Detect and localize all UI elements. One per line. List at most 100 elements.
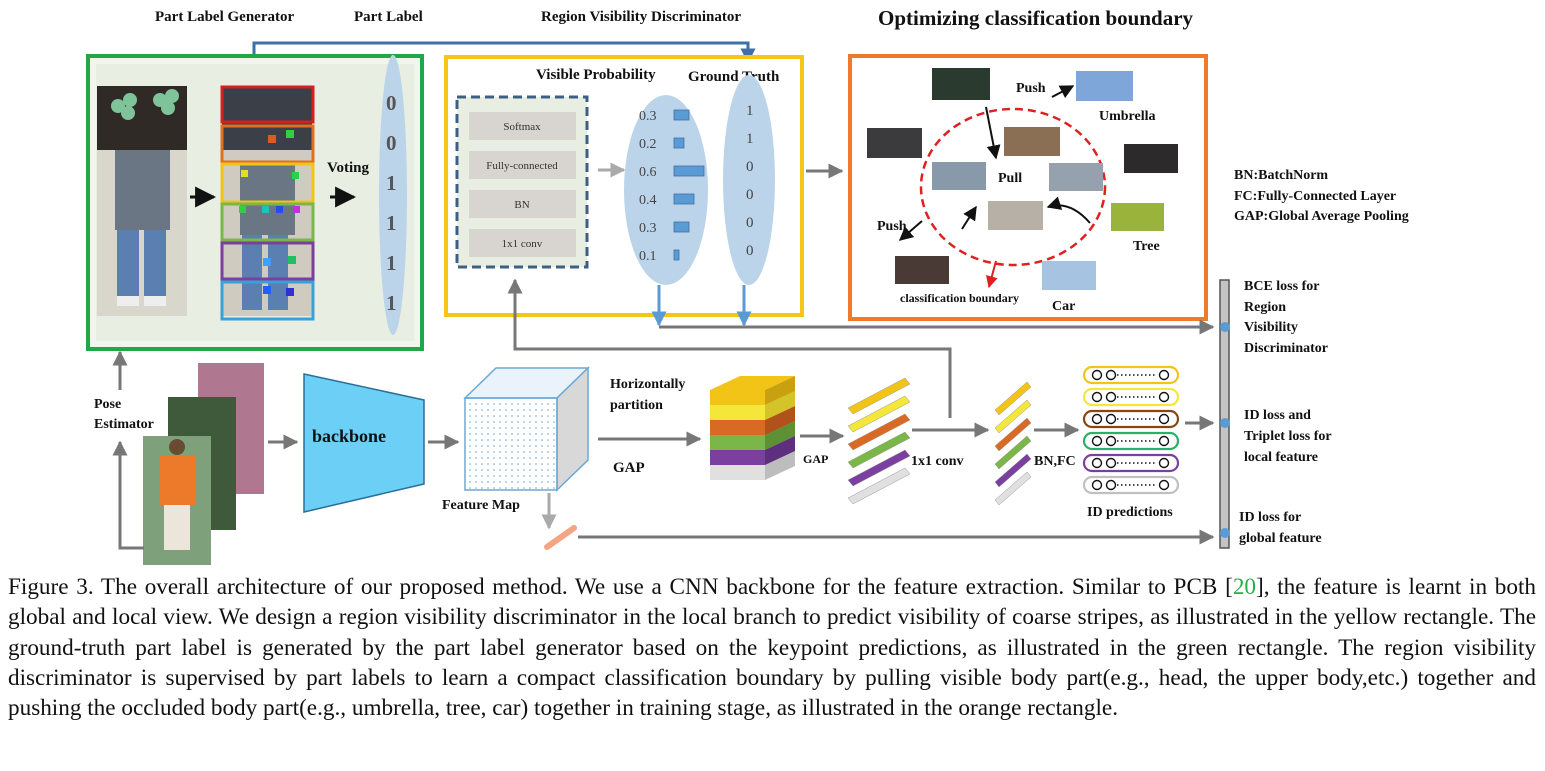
global-feature-bar: [544, 525, 577, 550]
layer-box: [469, 190, 576, 218]
architecture-diagram: Part Label Generator Part Label Region V…: [86, 6, 1409, 565]
svg-text:partition: partition: [610, 398, 663, 413]
neuron-node: [1091, 479, 1103, 491]
partition-layer-top: [710, 376, 795, 390]
part-label-value: 0: [386, 131, 397, 155]
thumb-tree: [1111, 203, 1164, 231]
feature-map-cube: [463, 366, 590, 492]
gap-feature-bar: [847, 377, 911, 415]
horizontally-partition-label: Horizontally partition: [610, 377, 685, 413]
id-predictions-label: ID predictions: [1087, 505, 1173, 520]
thumb-car: [1042, 261, 1096, 290]
part-label-ellipse: [379, 55, 407, 335]
gap-label-big: GAP: [613, 460, 645, 476]
ground-truth-value: 1: [746, 131, 754, 147]
neuron-node: [1105, 435, 1117, 447]
neuron-node: [1105, 391, 1117, 403]
layer-box: [469, 229, 576, 257]
layer-label: BN: [514, 199, 529, 211]
neuron-node: [1158, 369, 1170, 381]
svg-text:Triplet loss for: Triplet loss for: [1244, 429, 1332, 444]
neuron-node: [1105, 457, 1117, 469]
figure-caption: Figure 3. The overall architecture of ou…: [8, 574, 1536, 722]
loss-bar: [1219, 279, 1230, 549]
neuron-node: [1091, 391, 1103, 403]
voting-label: Voting: [327, 160, 369, 176]
neuron-node: [1105, 369, 1117, 381]
probability-ellipse: [624, 95, 708, 285]
gap-feature-bars: [847, 377, 911, 505]
classification-boundary-circle: [919, 107, 1107, 267]
svg-text:Visibility: Visibility: [1244, 320, 1298, 335]
layer-box: [469, 151, 576, 179]
gap-feature-bar: [847, 395, 911, 433]
push-left-label: Push: [877, 219, 907, 234]
svg-text:ID loss and: ID loss and: [1244, 408, 1311, 423]
svg-text:BCE loss for: BCE loss for: [1244, 279, 1319, 294]
neuron-node: [1158, 479, 1170, 491]
svg-text:ID loss for: ID loss for: [1239, 510, 1301, 525]
gap-feature-bar: [847, 413, 911, 451]
legend-gap: GAP:Global Average Pooling: [1234, 209, 1409, 224]
thumb-legs: [988, 201, 1043, 230]
pose-estimator-label: Pose Estimator: [94, 397, 154, 432]
conv-feature-bar: [994, 399, 1032, 434]
part-stripes: [220, 85, 315, 321]
probability-bar: [673, 193, 695, 205]
probability-value: 0.4: [639, 193, 657, 208]
id-prediction-capsule: [1082, 431, 1180, 451]
citation-link[interactable]: 20: [1232, 574, 1257, 600]
loss-node-local: [1220, 418, 1230, 428]
probability-value: 0.3: [639, 109, 657, 124]
backbone-trapezoid: [303, 373, 425, 513]
header-part-label: Part Label: [354, 9, 423, 25]
header-part-label-generator: Part Label Generator: [155, 9, 294, 25]
id-prediction-capsule: [1082, 409, 1180, 429]
id-prediction-capsule: [1082, 387, 1180, 407]
ground-truth-value: 0: [746, 187, 754, 203]
conv-feature-bar: [994, 381, 1032, 416]
partition-layer-side: [765, 376, 795, 405]
probability-value: 0.6: [639, 165, 657, 180]
tree-label: Tree: [1133, 239, 1160, 254]
thumb-upper-body-right: [1049, 163, 1103, 191]
feature-map-label: Feature Map: [442, 498, 520, 513]
thumb-upper-body-left: [932, 162, 986, 190]
layer-box: [469, 112, 576, 140]
pull-down-arrow: [985, 106, 1001, 160]
layer-label: Fully-connected: [486, 160, 558, 172]
conv-feature-bar: [994, 471, 1032, 506]
probability-value: 0.2: [639, 137, 657, 152]
conv1x1-label: 1x1 conv: [911, 454, 964, 469]
neuron-node: [1091, 435, 1103, 447]
legend-fc: FC:Fully-Connected Layer: [1234, 189, 1396, 204]
probability-bar: [673, 137, 685, 149]
ground-truth-ellipse: [723, 75, 775, 285]
header-optimizing-title: Optimizing classification boundary: [878, 6, 1194, 30]
input-images-stack: [143, 363, 264, 565]
id-global-loss-label: ID loss for global feature: [1239, 510, 1322, 546]
boundary-pointer-arrow: [986, 260, 998, 289]
push-umbrella-arrow: [1051, 85, 1075, 99]
push-top-label: Push: [1016, 81, 1046, 96]
conv-feature-bar: [994, 453, 1032, 488]
probability-bar: [673, 109, 690, 121]
id-prediction-capsule: [1082, 365, 1180, 385]
thumb-face: [1004, 127, 1060, 156]
person-photo: [97, 86, 187, 316]
thumb-bike-bottom: [895, 256, 949, 284]
part-label-value: 1: [386, 211, 397, 235]
partition-layer-side: [765, 391, 795, 420]
neuron-node: [1158, 413, 1170, 425]
pull-label: Pull: [998, 171, 1022, 186]
part-label-value: 1: [386, 291, 397, 315]
classification-boundary-label: classification boundary: [900, 291, 1019, 305]
ground-truth-value: 0: [746, 215, 754, 231]
partition-layer: [710, 450, 765, 465]
gap-label-small: GAP: [803, 452, 828, 466]
visible-probability-label: Visible Probability: [536, 67, 656, 83]
svg-text:Pose: Pose: [94, 397, 121, 412]
